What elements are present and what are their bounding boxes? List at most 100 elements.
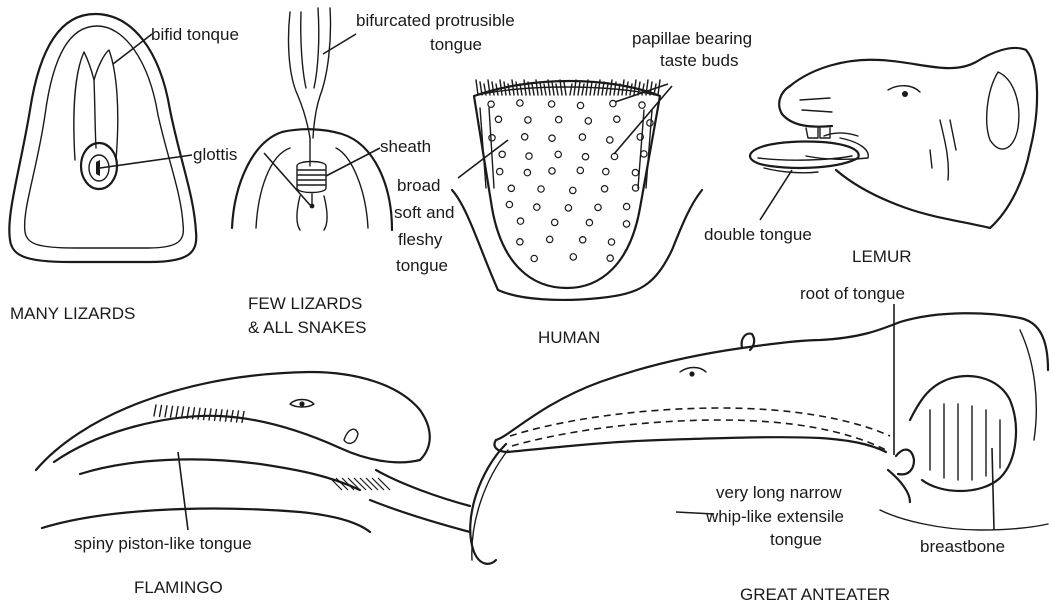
- fringe-bristle: [532, 84, 534, 95]
- tongue-spine: [226, 410, 228, 421]
- neck-hatch-line: [372, 478, 384, 490]
- papilla-dot: [623, 203, 629, 209]
- papilla-dot: [647, 120, 653, 126]
- label-root-of-tongue: root of tongue: [800, 284, 905, 303]
- fringe-bristle: [476, 80, 478, 95]
- papilla-dot: [555, 151, 561, 157]
- papilla-dot: [577, 102, 583, 108]
- papilla-dot: [526, 153, 532, 159]
- fringe-bristle: [630, 84, 632, 95]
- papilla-dot: [603, 168, 609, 174]
- fringe-bristle: [556, 84, 558, 95]
- label-spiny-piston: spiny piston-like tongue: [74, 534, 252, 553]
- neck-hatch-line: [366, 478, 378, 490]
- tongue-spine: [165, 406, 167, 417]
- neck-hatch-line: [378, 478, 390, 490]
- title-human: HUMAN: [538, 328, 600, 347]
- fringe-bristle: [602, 82, 604, 95]
- label-bifurcated-line2: tongue: [430, 35, 482, 54]
- label-papillae-line1: papillae bearing: [632, 29, 752, 48]
- papilla-dot: [499, 151, 505, 157]
- fringe-bristle: [524, 80, 526, 95]
- fringe-bristle: [610, 80, 612, 95]
- tongue-spine: [171, 406, 173, 417]
- title-great-anteater: GREAT ANTEATER: [740, 585, 890, 604]
- fringe-bristle: [552, 82, 554, 95]
- papilla-dot: [639, 102, 645, 108]
- papilla-dot: [549, 168, 555, 174]
- papilla-dot: [565, 205, 571, 211]
- label-bifid-tongue: bifid tonque: [151, 25, 239, 44]
- label-broad-line3: fleshy: [398, 230, 443, 249]
- tongue-spine: [209, 409, 211, 420]
- label-whip-line3: tongue: [770, 530, 822, 549]
- label-whip-line1: very long narrow: [716, 483, 842, 502]
- few-lizards-snakes-drawing: [232, 8, 392, 230]
- tongue-spine: [160, 405, 162, 416]
- papilla-dot: [601, 186, 607, 192]
- fringe-bristle: [512, 80, 514, 95]
- label-whip-line2: whip-like extensile: [705, 507, 844, 526]
- tongue-spine: [220, 410, 222, 421]
- papilla-dot: [614, 116, 620, 122]
- fringe-bristle: [574, 80, 576, 95]
- papilla-dot: [641, 151, 647, 157]
- tongue-spine: [198, 408, 200, 419]
- fringe-bristle: [564, 82, 566, 95]
- human-drawing: [452, 80, 702, 300]
- title-flamingo: FLAMINGO: [134, 578, 223, 597]
- tongue-spine: [242, 411, 244, 422]
- label-glottis: glottis: [193, 145, 237, 164]
- papilla-dot: [534, 204, 540, 210]
- fringe-bristle: [540, 82, 542, 95]
- papilla-dot: [595, 204, 601, 210]
- tongue-spine: [176, 407, 178, 418]
- flamingo-neck-hatch: [330, 478, 390, 490]
- papilla-dot: [607, 137, 613, 143]
- fringe-bristle: [578, 82, 580, 95]
- title-many-lizards: MANY LIZARDS: [10, 304, 135, 323]
- papilla-dot: [524, 169, 530, 175]
- papilla-dot: [577, 167, 583, 173]
- papilla-dot: [607, 255, 613, 261]
- papilla-dot: [556, 116, 562, 122]
- fringe-bristle: [520, 84, 522, 95]
- papilla-dot: [508, 185, 514, 191]
- lemur-drawing: [750, 48, 1037, 228]
- papilla-dot: [549, 135, 555, 141]
- fringe-bristle: [560, 80, 562, 95]
- papilla-dot: [585, 118, 591, 124]
- papilla-dot: [632, 169, 638, 175]
- fringe-bristle: [582, 84, 584, 95]
- fringe-bristle: [622, 80, 624, 95]
- papilla-dot: [525, 117, 531, 123]
- papilla-dot: [608, 239, 614, 245]
- label-sheath: sheath: [380, 137, 431, 156]
- papilla-dot: [570, 254, 576, 260]
- title-few-lizards-line2: & ALL SNAKES: [248, 318, 366, 337]
- fringe-bristle: [496, 84, 498, 95]
- papilla-dot: [488, 101, 494, 107]
- taste-papillae: [488, 100, 653, 262]
- papilla-dot: [489, 135, 495, 141]
- papilla-dot: [497, 168, 503, 174]
- papilla-dot: [531, 255, 537, 261]
- papilla-dot: [517, 100, 523, 106]
- fringe-bristle: [570, 84, 572, 95]
- fringe-bristle: [626, 82, 628, 95]
- tongue-spine: [237, 411, 239, 422]
- papilla-dot: [538, 186, 544, 192]
- papilla-dot: [548, 101, 554, 107]
- papilla-dot: [570, 187, 576, 193]
- papilla-dot: [495, 116, 501, 122]
- label-broad-line4: tongue: [396, 256, 448, 275]
- flamingo-drawing: [36, 372, 470, 532]
- papilla-dot: [522, 134, 528, 140]
- papilla-dot: [582, 154, 588, 160]
- fringe-bristle: [634, 80, 636, 95]
- papilla-dot: [547, 236, 553, 242]
- label-broad-line1: broad: [397, 176, 440, 195]
- fringe-bristle: [590, 82, 592, 95]
- tongue-spine: [154, 405, 156, 416]
- fringe-bristle: [500, 80, 502, 95]
